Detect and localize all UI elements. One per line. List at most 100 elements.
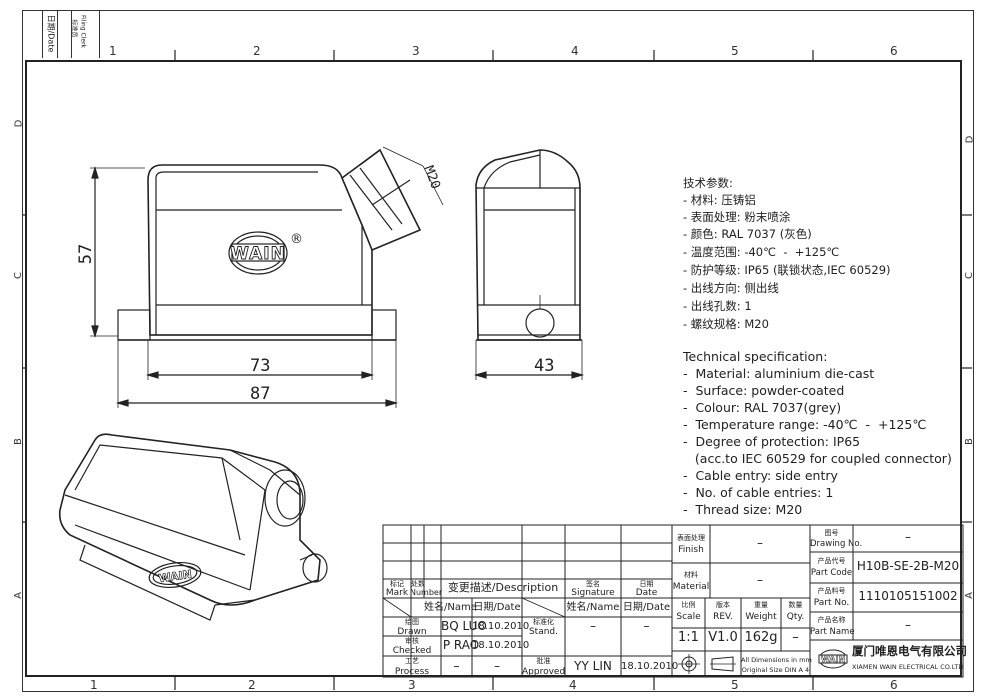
title-block-grid [382,524,964,678]
inner-frame [25,60,962,677]
tb-drawn-name: BQ LUO [441,619,487,633]
tb-process-name: – [453,659,460,673]
tb-checked-cn: 审核 [405,637,419,645]
tb-process-cn: 工艺 [405,657,419,665]
tb-part-name-val: – [905,618,911,632]
spec-en-line: (acc.to IEC 60529 for coupled connector) [683,451,952,466]
spec-cn-line: - 表面处理: 粉末喷涂 [683,210,791,224]
tb-drawing-no-val: – [905,530,911,544]
grid-col-top-4: 4 [571,44,579,58]
tb-material-val: – [757,573,763,587]
grid-col-top-6: 6 [890,44,898,58]
tb-scale-val: 1:1 [678,630,699,645]
tb-rev-cn: 版本 [716,601,730,609]
wain-logo-text-front: WAIN [230,244,286,264]
registered-mark: ® [290,232,303,247]
tb-signature-en: Signature [571,588,615,598]
corner-label-box: 日期/Date 标准员 Filing Clerk [42,10,100,58]
tb-finish-en: Finish [678,545,704,555]
spec-cn-line: - 防护等级: IP65 (联锁状态,IEC 60529) [683,263,891,277]
tb-mark-cn: 标记 [390,580,404,588]
tb-number-en: Number [410,588,443,597]
grid-col-top-1: 1 [109,44,117,58]
tb-finish-cn: 表面处理 [677,534,705,542]
spec-cn-line: - 温度范围: -40℃ - +125℃ [683,245,840,259]
dim-inner-width: 73 [250,356,271,376]
spec-cn-line: - 出线孔数: 1 [683,299,752,313]
tb-part-name-cn: 产品名称 [817,616,846,624]
base-foot-left [117,309,151,341]
tb-drawing-no-en: Drawing No. [810,539,863,549]
tb-company-cn: 厦门唯恩电气有限公司 [852,644,967,658]
tb-approved-cn: 批准 [536,657,551,665]
grid-col-bottom-1: 1 [90,678,98,692]
tb-approved-date: 18.10.2010 [621,661,679,672]
spec-en-line: - Thread size: M20 [683,502,803,517]
tb-qty-en: Qty. [786,612,805,622]
tb-finish-val: – [757,536,763,550]
tb-date-col-1: 日期/Date [473,602,521,613]
spec-en-line: - Cable entry: side entry [683,468,838,483]
tb-dims-note-2: Original Size DIN A 4 [741,666,810,674]
tb-signature-cn: 签名 [586,580,600,588]
spec-cn-line: - 出线方向: 侧出线 [683,281,779,295]
spec-en-title: Technical specification: [683,349,828,364]
tb-checked-date: 18.10.2010 [472,640,530,651]
tb-weight-cn: 重量 [754,601,768,609]
tb-name-col-1: 姓名/Name [424,602,477,613]
side-view-body [475,149,581,341]
side-cable-entry [525,308,555,338]
tb-name-col-2: 姓名/Name [566,602,620,613]
tb-checked-en: Checked [392,646,432,656]
tb-part-code-en: Part Code [810,568,853,578]
tb-part-no-val: 1110105151002 [858,589,958,603]
spec-en-line: - Degree of protection: IP65 [683,434,861,449]
tb-part-code-cn: 产品代号 [817,557,846,565]
tb-stand-date: – [643,619,650,633]
spec-cn-line: - 螺纹规格: M20 [683,317,769,331]
tb-company-en: XIAMEN WAIN ELECTRICAL CO.LTD [852,663,964,671]
spec-en-line: - Material: aluminium die-cast [683,366,875,381]
iso-cable-entry [264,469,306,527]
tb-process-en: Process [394,667,430,677]
tb-drawn-date: 18.10.2010 [472,621,530,632]
spec-en-line: - No. of cable entries: 1 [683,485,834,500]
spec-cn-title: 技术参数: [683,176,733,190]
tb-scale-cn: 比例 [681,601,696,609]
tb-date-col-2: 日期/Date [622,602,671,613]
tb-rev-val: V1.0 [708,630,738,645]
tb-part-no-cn: 产品料号 [817,587,846,595]
tb-stand-cn: 标准化 [533,618,554,626]
grid-col-bottom-2: 2 [248,678,256,692]
grid-col-bottom-6: 6 [890,678,898,692]
spec-en-line: - Temperature range: -40℃ - +125℃ [683,417,927,432]
tb-qty-cn: 数量 [788,601,803,609]
spec-cn-line: - 颜色: RAL 7037 (灰色) [683,227,812,241]
tb-date-cn: 日期 [639,580,654,588]
tb-material-en: Material [672,582,710,592]
grid-col-top-5: 5 [731,44,739,58]
iso-side-gland [302,553,328,583]
tb-rev-en: REV. [713,612,733,622]
tb-description: 变更描述/Description [447,581,559,594]
tb-part-no-en: Part No. [813,598,850,608]
spec-en-line: - Colour: RAL 7037(grey) [683,400,842,415]
tb-drawn-cn: 绘图 [405,618,419,626]
iso-view-body [58,433,321,606]
company-logo-text: WAIN [821,655,845,664]
wain-logo-text-iso: WAIN [158,568,193,586]
grid-col-bottom-4: 4 [569,678,577,692]
tb-weight-en: Weight [745,612,777,622]
tb-number-cn: 处数 [411,580,425,588]
tb-part-name-en: Part Name [810,627,855,637]
outer-frame [22,10,974,692]
tb-approved-en: Approved [522,667,566,677]
tb-stand-en: Stand. [528,627,559,637]
grid-col-bottom-5: 5 [731,678,739,692]
tb-mark-en: Mark [385,588,409,598]
tb-scale-en: Scale [676,612,701,622]
grid-col-top-2: 2 [253,44,261,58]
spec-en-line: - Surface: powder-coated [683,383,845,398]
